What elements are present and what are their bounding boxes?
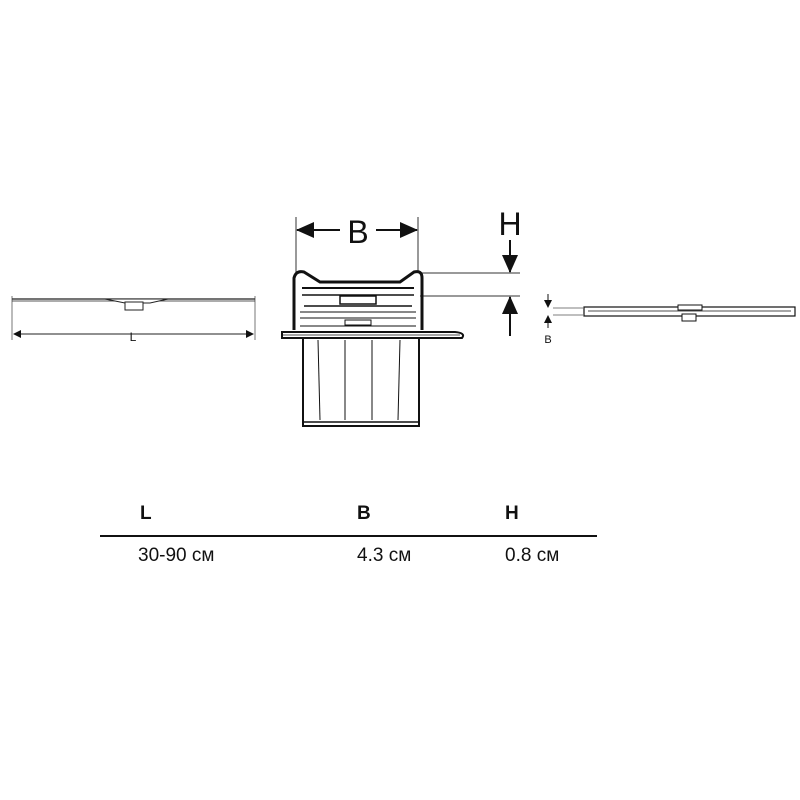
outlet-rib [397, 339, 401, 421]
table-divider [100, 535, 597, 537]
outlet-body [302, 337, 420, 427]
clip [344, 319, 372, 326]
channel-side-view: B [544, 294, 796, 346]
outlet-rib [317, 339, 321, 421]
side-grate-clip [677, 304, 703, 311]
side-outlet [681, 313, 697, 322]
drain-outlet [104, 298, 169, 304]
table-header-h: H [505, 503, 519, 524]
table-header-l: L [140, 503, 152, 524]
table-value-b: 4.3 см [357, 545, 412, 566]
side-dimension-label: B [544, 334, 551, 346]
channel-top-view: L [11, 296, 256, 344]
dimension-label-b: B [347, 214, 368, 250]
dimension-label-h: H [498, 206, 521, 242]
table-value-l: 30-90 см [138, 545, 215, 566]
dimension-label-l: L [130, 330, 137, 344]
table-value-h: 0.8 см [505, 545, 560, 566]
grate-insert [339, 295, 377, 305]
table-header-b: B [357, 503, 371, 524]
channel-cross-section: B H [281, 206, 522, 427]
grate-profile [292, 270, 424, 330]
